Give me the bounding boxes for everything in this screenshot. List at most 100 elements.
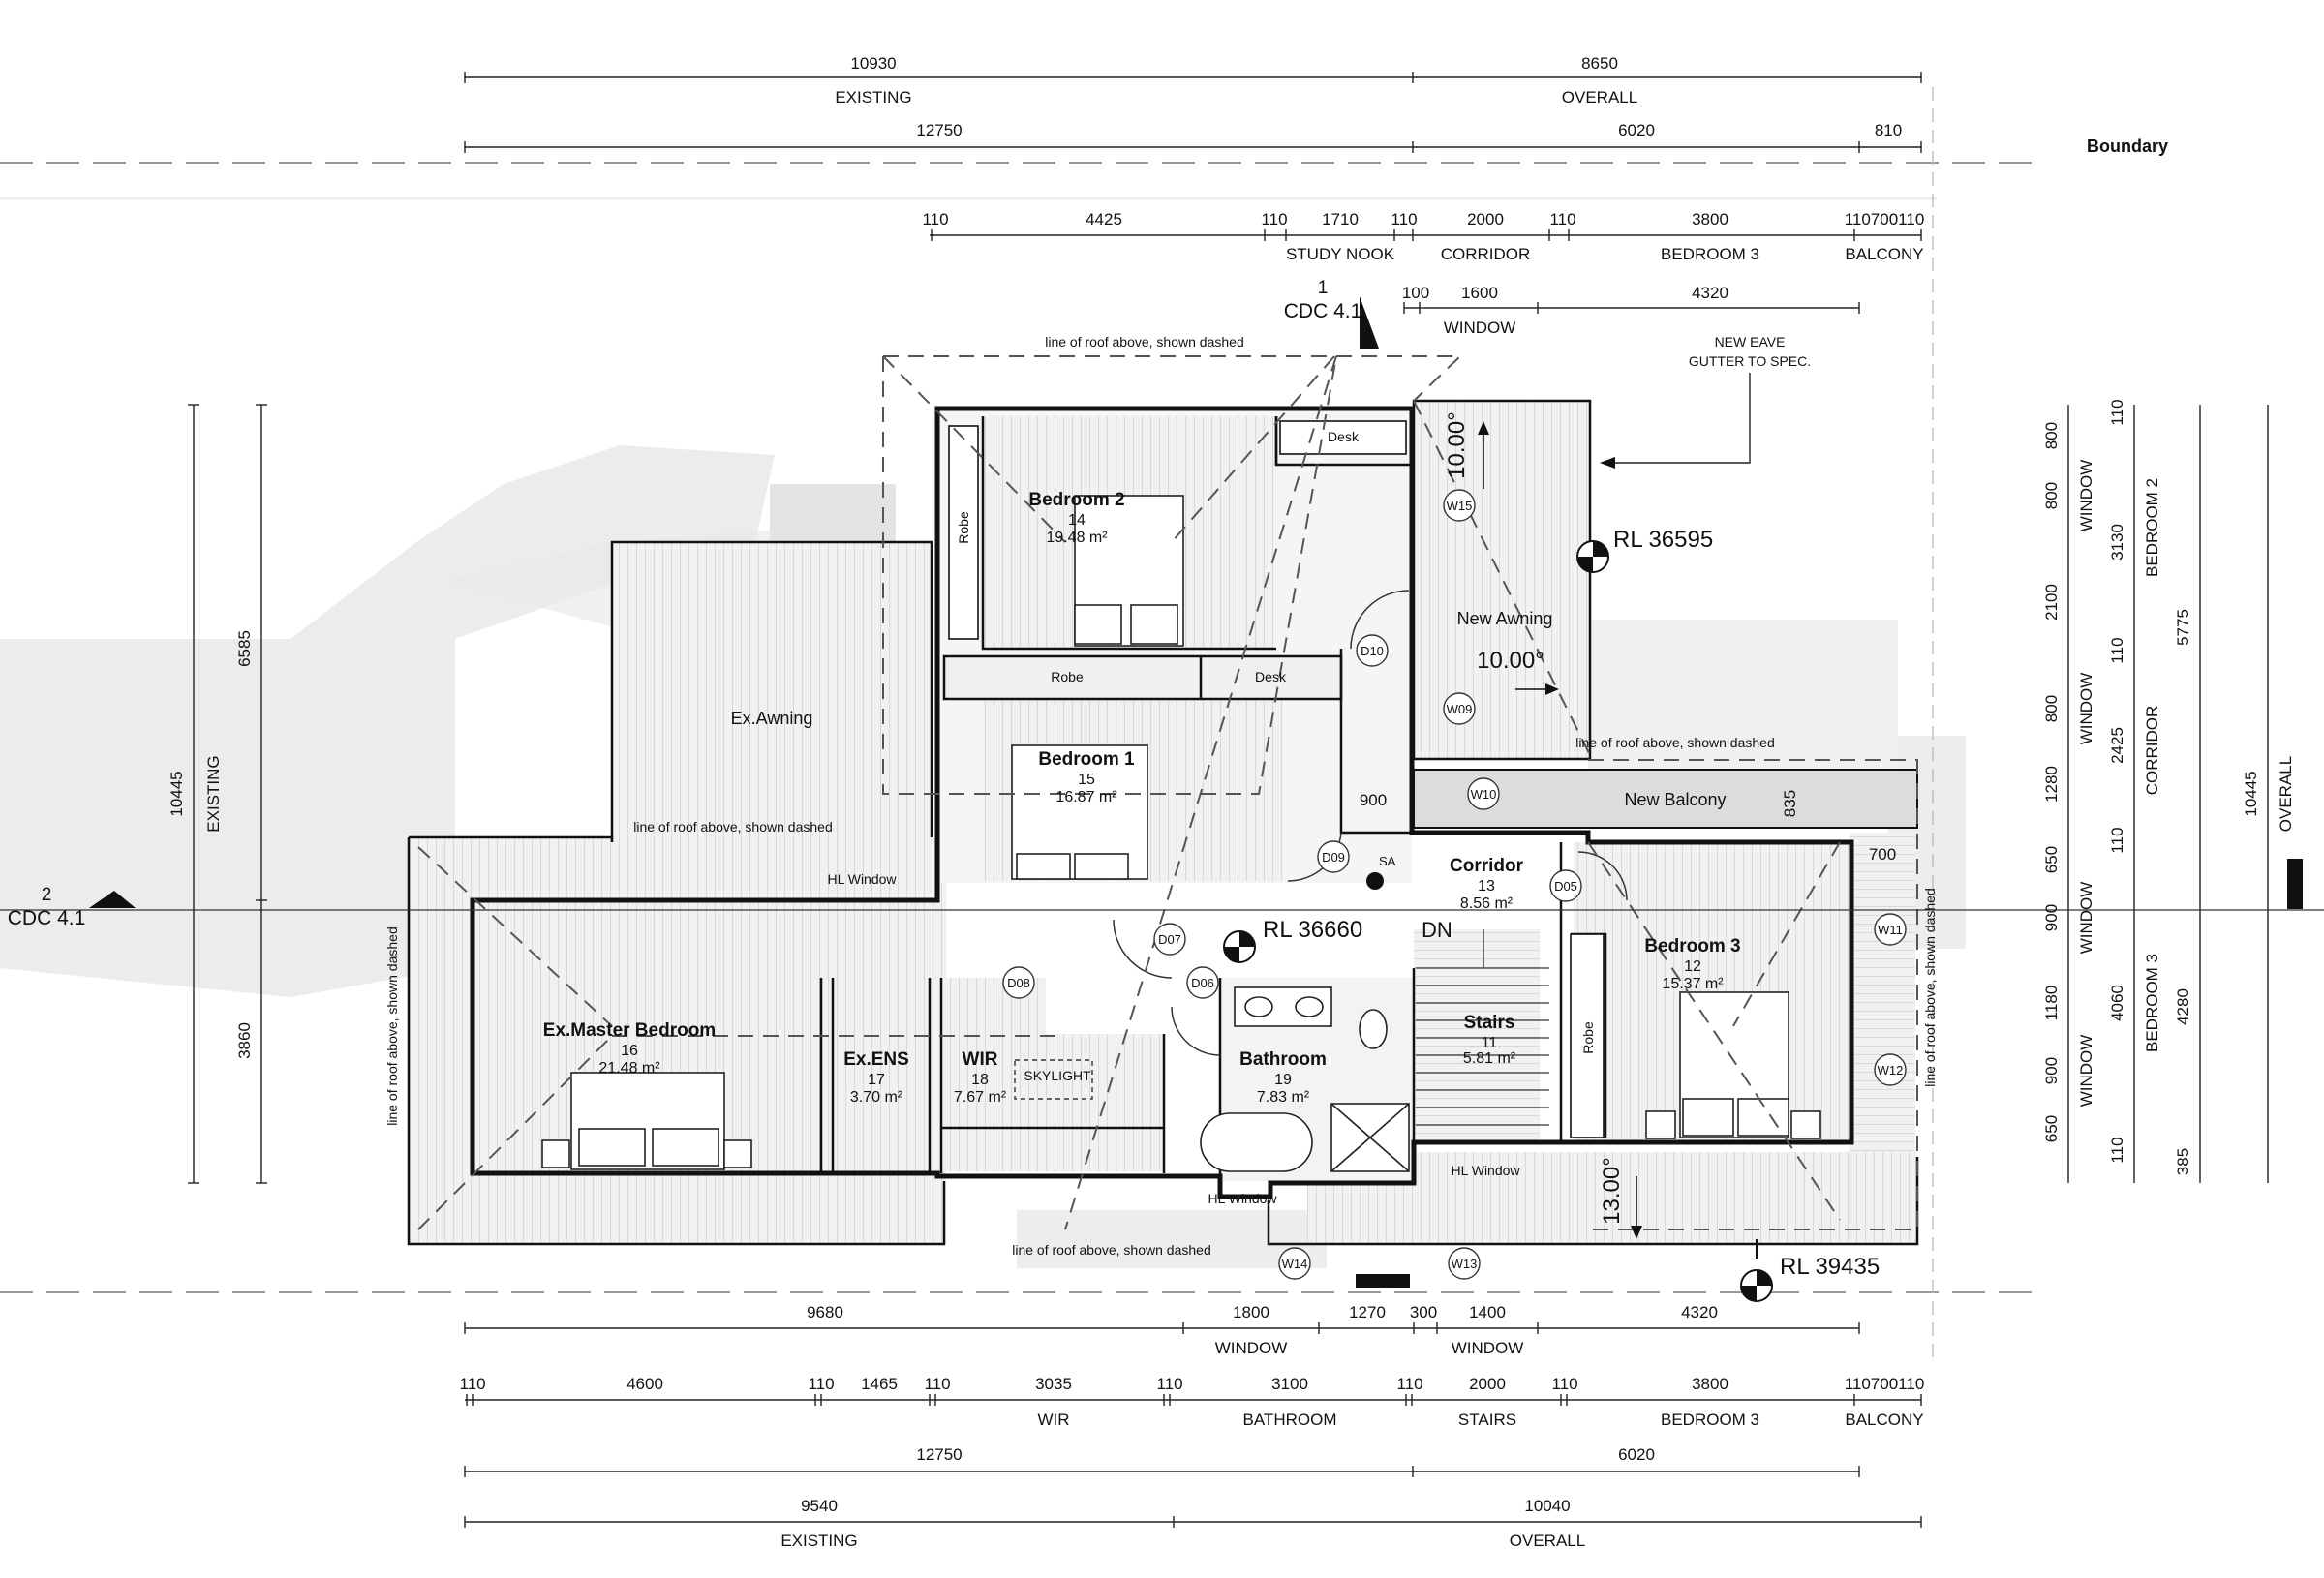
label-roof-dashed-5: line of roof above, shown dashed [384, 926, 400, 1125]
svg-text:D05: D05 [1554, 879, 1577, 894]
svg-text:3.70 m²: 3.70 m² [850, 1089, 903, 1106]
room-corridor: Corridor 13 8.56 m² [1450, 856, 1524, 912]
svg-text:385: 385 [2174, 1148, 2192, 1175]
svg-text:Ex.Master Bedroom: Ex.Master Bedroom [543, 1020, 716, 1041]
svg-text:WIR: WIR [963, 1049, 998, 1070]
svg-text:1: 1 [1318, 278, 1329, 298]
svg-text:800: 800 [2042, 422, 2061, 449]
svg-text:WINDOW: WINDOW [2077, 882, 2095, 955]
label-roof-dashed-6: line of roof above, shown dashed [1922, 888, 1938, 1086]
svg-text:WINDOW: WINDOW [1215, 1339, 1288, 1357]
svg-text:15.37 m²: 15.37 m² [1662, 976, 1724, 992]
svg-text:Stairs: Stairs [1464, 1013, 1515, 1033]
dimensions-top: 10930 8650 EXISTING OVERALL 12750 6020 8… [464, 54, 1925, 337]
label-robe-2: Robe [956, 511, 971, 544]
svg-text:BEDROOM 3: BEDROOM 3 [1661, 245, 1759, 263]
svg-text:4600: 4600 [627, 1375, 663, 1393]
svg-text:1600: 1600 [1461, 284, 1498, 302]
svg-text:900: 900 [2042, 1057, 2061, 1084]
svg-text:3035: 3035 [1035, 1375, 1072, 1393]
label-ex-awning: Ex.Awning [731, 709, 813, 728]
svg-text:OVERALL: OVERALL [1510, 1532, 1585, 1550]
svg-text:WINDOW: WINDOW [2077, 673, 2095, 745]
svg-text:3800: 3800 [1692, 210, 1728, 228]
svg-text:WINDOW: WINDOW [2077, 1035, 2095, 1108]
opening-tags: W15 D10 W09 W10 D09 D05 W11 W12 D07 D06 … [1002, 489, 1907, 1280]
label-new-awning: New Awning [1457, 609, 1553, 628]
section-marker-left: 2 CDC 4.1 [0, 859, 2324, 1288]
svg-text:WIR: WIR [1037, 1411, 1069, 1429]
svg-text:CORRIDOR: CORRIDOR [2143, 706, 2161, 796]
svg-text:650: 650 [2042, 846, 2061, 873]
room-bedroom-2: Bedroom 2 14 19.48 m² [1028, 490, 1124, 546]
svg-text:10040: 10040 [1524, 1497, 1570, 1515]
svg-text:Ex.ENS: Ex.ENS [843, 1049, 909, 1070]
svg-text:19: 19 [1274, 1072, 1292, 1088]
svg-text:110: 110 [1391, 210, 1417, 228]
svg-text:Bedroom 1: Bedroom 1 [1038, 749, 1135, 770]
svg-text:1180: 1180 [2042, 986, 2061, 1021]
svg-text:12750: 12750 [916, 121, 962, 139]
svg-text:WINDOW: WINDOW [2077, 460, 2095, 532]
svg-text:EXISTING: EXISTING [780, 1532, 857, 1550]
svg-text:Corridor: Corridor [1450, 856, 1524, 876]
svg-text:Bedroom 2: Bedroom 2 [1028, 490, 1124, 510]
svg-text:1800: 1800 [1233, 1303, 1269, 1321]
svg-text:4320: 4320 [1681, 1303, 1718, 1321]
svg-text:W09: W09 [1447, 702, 1473, 716]
label-roof-dashed-2: line of roof above, shown dashed [633, 819, 832, 835]
svg-text:110: 110 [2108, 827, 2126, 853]
label-skylight: SKYLIGHT [1024, 1068, 1091, 1083]
svg-text:1400: 1400 [1469, 1303, 1506, 1321]
svg-text:6020: 6020 [1618, 121, 1655, 139]
svg-text:RL 39435: RL 39435 [1780, 1254, 1880, 1280]
svg-text:W14: W14 [1282, 1257, 1308, 1271]
svg-text:D07: D07 [1158, 932, 1181, 947]
svg-text:D09: D09 [1322, 850, 1345, 865]
svg-text:W15: W15 [1447, 499, 1473, 513]
svg-text:12750: 12750 [916, 1445, 962, 1464]
svg-text:EXISTING: EXISTING [204, 755, 223, 832]
dim-835: 835 [1781, 790, 1799, 817]
room-bedroom-3: Bedroom 3 12 15.37 m² [1644, 936, 1740, 992]
svg-text:9680: 9680 [807, 1303, 843, 1321]
svg-text:14: 14 [1068, 512, 1086, 529]
svg-text:D10: D10 [1361, 644, 1384, 658]
svg-text:100: 100 [1402, 284, 1429, 302]
svg-text:4280: 4280 [2174, 988, 2192, 1025]
svg-text:110: 110 [1261, 210, 1287, 228]
room-wir: WIR 18 7.67 m² [954, 1049, 1007, 1106]
svg-text:5.81 m²: 5.81 m² [1463, 1050, 1516, 1067]
building [407, 355, 1919, 1246]
svg-text:110700110: 110700110 [1845, 1375, 1925, 1393]
label-roof-dashed-1: line of roof above, shown dashed [1045, 334, 1243, 349]
svg-text:1270: 1270 [1349, 1303, 1386, 1321]
label-hl-window-2: HL Window [1208, 1191, 1277, 1206]
svg-text:110700110: 110700110 [1845, 210, 1925, 228]
svg-text:900: 900 [2042, 904, 2061, 931]
svg-text:800: 800 [2042, 482, 2061, 509]
label-robe-3: Robe [1580, 1021, 1596, 1054]
svg-text:3800: 3800 [1692, 1375, 1728, 1393]
svg-text:OVERALL: OVERALL [2277, 756, 2295, 832]
svg-text:4425: 4425 [1086, 210, 1122, 228]
svg-text:2100: 2100 [2042, 584, 2061, 621]
svg-text:Bathroom: Bathroom [1239, 1049, 1327, 1070]
svg-text:STUDY NOOK: STUDY NOOK [1286, 245, 1395, 263]
roof-pitch-labels: 10.00° 10.00° 13.00° [1444, 411, 1642, 1239]
svg-text:810: 810 [1875, 121, 1902, 139]
svg-text:110: 110 [2108, 1137, 2126, 1163]
svg-text:7.67 m²: 7.67 m² [954, 1089, 1007, 1106]
svg-text:10445: 10445 [2242, 771, 2260, 816]
room-bedroom-1: Bedroom 1 15 16.87 m² [1038, 749, 1135, 805]
rl-markers: RL 36595 RL 36660 RL 39435 [1223, 527, 1880, 1302]
svg-text:13: 13 [1478, 878, 1495, 895]
dim-700: 700 [1869, 845, 1896, 864]
svg-text:WINDOW: WINDOW [1444, 319, 1516, 337]
svg-text:17: 17 [868, 1072, 885, 1088]
dim-top-overall: 8650 [1581, 54, 1618, 73]
svg-text:4060: 4060 [2108, 985, 2126, 1021]
dimensions-bottom: 9680 1800 1270 300 1400 4320 WINDOW WIND… [459, 1303, 1924, 1550]
svg-text:2: 2 [42, 885, 52, 905]
svg-text:11: 11 [1482, 1035, 1498, 1051]
